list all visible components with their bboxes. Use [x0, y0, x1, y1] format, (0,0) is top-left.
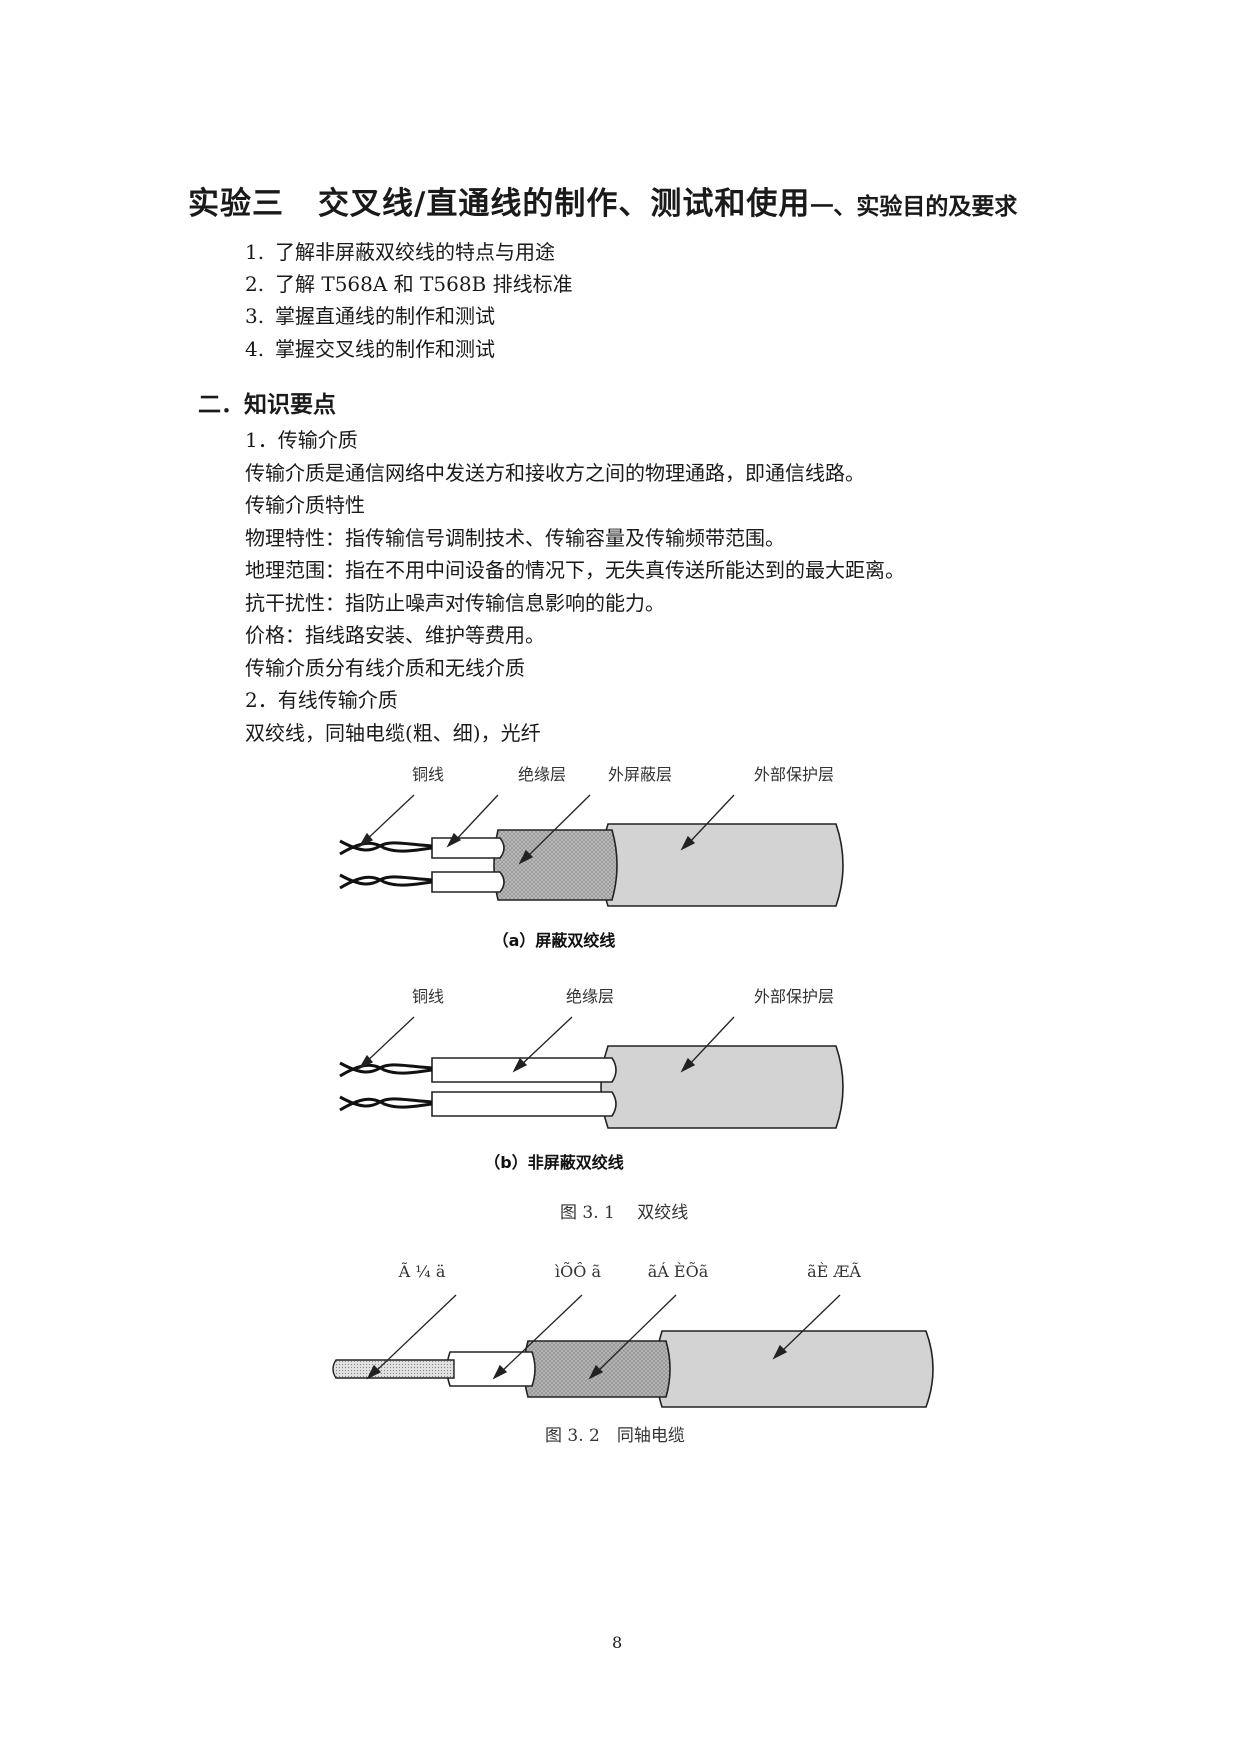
- label-copper: 铜线: [412, 987, 444, 1006]
- objective-item: 4.掌握交叉线的制作和测试: [245, 337, 495, 361]
- figure-b-caption: （b）非屏蔽双绞线: [484, 1153, 623, 1172]
- label-insulation: 绝缘层: [518, 765, 566, 784]
- figure-3-2-caption: 图 3. 2 同轴电缆: [545, 1426, 685, 1446]
- section-text: 2．有线传输介质: [245, 688, 398, 712]
- objective-item: 1.了解非屏蔽双绞线的特点与用途: [245, 240, 555, 264]
- section-text: 物理特性：指传输信号调制技术、传输容量及传输频带范围。: [245, 526, 785, 550]
- unshielded-twisted-pair-figure: 铜线 绝缘层 外部保护层 （b）非屏蔽双绞线: [339, 987, 844, 1172]
- title-main: 实验三: [188, 186, 284, 222]
- label-outer-jacket: 外部保护层: [754, 987, 834, 1006]
- label-shield: ãÁ ÈÕã: [648, 1261, 709, 1281]
- label-jacket: ãÈ ÆÃ: [807, 1261, 861, 1281]
- section-heading: 二．知识要点: [198, 392, 336, 418]
- section-text: 传输介质是通信网络中发送方和接收方之间的物理通路，即通信线路。: [245, 461, 865, 485]
- figure-3-1-caption: 图 3. 1 双绞线: [560, 1203, 689, 1223]
- section-text: 价格：指线路安装、维护等费用。: [245, 623, 545, 647]
- section-text: 传输介质分有线介质和无线介质: [245, 656, 525, 680]
- label-inner-conductor: Ã ¼ ä: [398, 1261, 446, 1281]
- section-text: 抗干扰性：指防止噪声对传输信息影响的能力。: [245, 591, 665, 615]
- title-suffix: 一、实验目的及要求: [810, 194, 1018, 220]
- page-number: 8: [612, 1633, 623, 1652]
- page-title: 实验三交叉线/直通线的制作、测试和使用一、实验目的及要求: [188, 178, 1017, 223]
- section-text: 传输介质特性: [245, 493, 365, 517]
- label-copper: 铜线: [412, 765, 444, 784]
- label-outer-shield: 外屏蔽层: [608, 765, 672, 784]
- figure-a-caption: （a）屏蔽双绞线: [493, 931, 616, 950]
- label-outer-jacket: 外部保护层: [754, 765, 834, 784]
- label-insulation: ìÕÔ ã: [554, 1261, 601, 1281]
- coaxial-cable-figure: Ã ¼ ä ìÕÔ ã ãÁ ÈÕã ãÈ ÆÃ: [332, 1261, 934, 1408]
- objective-item: 3.掌握直通线的制作和测试: [245, 304, 495, 328]
- section-text: 1．传输介质: [245, 428, 358, 452]
- section-text: 双绞线，同轴电缆(粗、细)，光纤: [245, 721, 541, 745]
- section-text: 地理范围：指在不用中间设备的情况下，无失真传送所能达到的最大距离。: [245, 558, 905, 582]
- objective-item: 2.了解 T568A 和 T568B 排线标准: [245, 272, 573, 296]
- title-rest: 交叉线/直通线的制作、测试和使用: [318, 186, 811, 222]
- label-insulation: 绝缘层: [566, 987, 614, 1006]
- shielded-twisted-pair-figure: 铜线 绝缘层 外屏蔽层 外部保护层 （a）屏蔽双绞线: [339, 765, 844, 950]
